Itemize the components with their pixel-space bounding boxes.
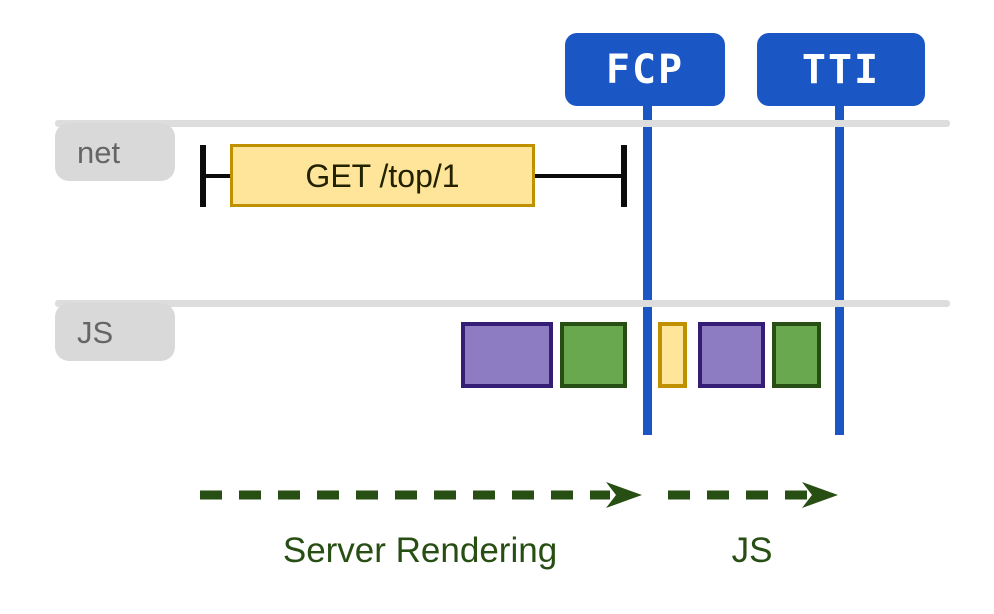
lane-label-net-text: net <box>77 134 121 170</box>
request-whisker-stem-right <box>533 174 623 178</box>
network-request-label: GET /top/1 <box>305 157 460 194</box>
marker-badge-tti: TTI <box>757 33 925 106</box>
marker-line-tti <box>835 100 844 435</box>
request-whisker-stem-left <box>200 174 233 178</box>
marker-label-tti: TTI <box>801 46 881 93</box>
marker-line-fcp <box>643 100 652 435</box>
marker-label-fcp: FCP <box>605 46 685 93</box>
phase-arrow-js <box>668 482 838 508</box>
lane-track-net <box>55 120 950 127</box>
marker-badge-fcp: FCP <box>565 33 725 106</box>
lane-track-js <box>55 300 950 307</box>
phase-caption-js: JS <box>731 531 773 570</box>
js-task-block[interactable] <box>772 322 821 388</box>
network-request-bar[interactable]: GET /top/1 <box>230 144 535 207</box>
js-task-block[interactable] <box>461 322 553 388</box>
js-task-block[interactable] <box>560 322 627 388</box>
js-task-block[interactable] <box>698 322 765 388</box>
phase-caption-server-rendering: Server Rendering <box>282 531 558 570</box>
phase-arrow-server-rendering <box>200 482 642 508</box>
request-whisker-right <box>621 145 627 207</box>
lane-label-net: net <box>55 123 175 181</box>
lane-label-js: JS <box>55 303 175 361</box>
js-task-block[interactable] <box>658 322 687 388</box>
lane-label-js-text: JS <box>77 314 114 350</box>
